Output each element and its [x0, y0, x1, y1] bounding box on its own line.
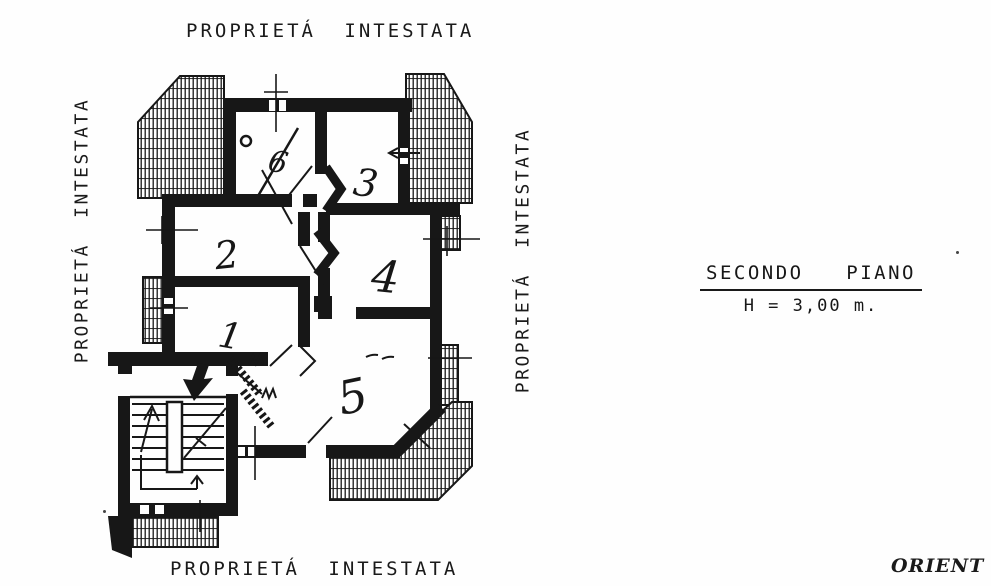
balcony-below-stair: [131, 516, 219, 548]
room-label-3: 3: [351, 160, 381, 207]
balcony-top-left: [137, 75, 225, 199]
room-label-5: 5: [333, 367, 373, 426]
stair-turn-arrow: [140, 455, 204, 490]
jamb-right-lower: [439, 344, 459, 406]
floor-title-word2: PIANO: [846, 262, 916, 284]
stair-break-line: [183, 407, 227, 459]
balconies-hatched: [131, 73, 473, 548]
entrance-door-bars: [226, 352, 277, 430]
floor-height: H = 3,00 m.: [743, 296, 879, 316]
floor-title-word1: SECONDO: [706, 262, 804, 284]
door-swings: [235, 147, 431, 449]
floor-title: SECONDO PIANO: [700, 262, 922, 291]
window-dashes: [140, 100, 408, 514]
orientation-label: ORIENT: [891, 555, 985, 577]
floor-caption: SECONDO PIANO H = 3,00 m.: [700, 262, 922, 316]
label-property-top: PROPRIETÁ INTESTATA: [186, 20, 475, 42]
handwriting-marks: [239, 127, 395, 360]
room-label-4: 4: [368, 251, 402, 305]
stair-up-arrow: [140, 403, 160, 453]
room-label-2: 2: [211, 232, 241, 278]
staircase: [130, 395, 227, 490]
entrance-arrow: [183, 363, 213, 401]
dimension-marks: [146, 74, 480, 532]
label-property-bottom: PROPRIETÁ INTESTATA: [170, 558, 459, 580]
scan-speck: [956, 251, 959, 254]
bay-left: [142, 276, 165, 344]
balcony-top-right: [405, 73, 473, 204]
door-jamb-chevrons: [313, 164, 347, 278]
stair-newel-wall: [165, 400, 184, 474]
scan-speck: [103, 510, 106, 513]
